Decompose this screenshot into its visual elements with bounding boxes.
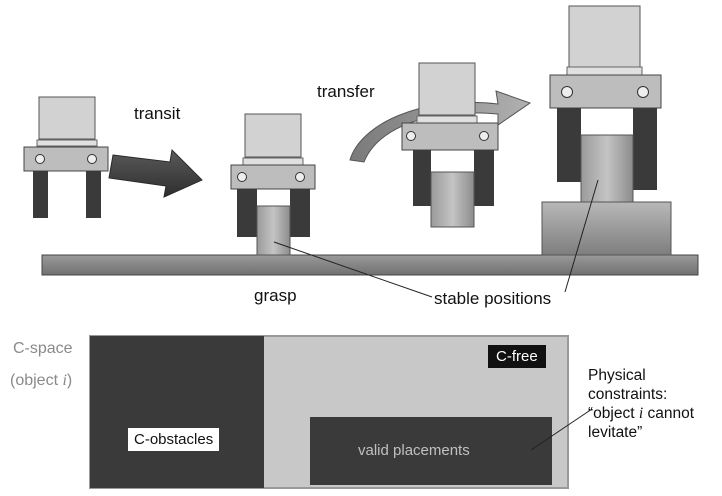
cspace-object-suffix: ) bbox=[66, 372, 73, 389]
pedestal-block bbox=[541, 201, 672, 256]
gripper-transfer-icon bbox=[401, 62, 499, 228]
transfer-arrow-icon bbox=[349, 90, 532, 163]
gripper-open-icon bbox=[23, 96, 109, 218]
constraint-note-line3-suffix: cannot bbox=[643, 405, 695, 422]
constraint-note-line3-var: i bbox=[638, 405, 644, 422]
cspace-label: C-space bbox=[13, 340, 73, 358]
gripper-grasp-icon bbox=[230, 113, 316, 256]
stable-pointer-line-1 bbox=[273, 241, 433, 298]
transit-label: transit bbox=[134, 104, 181, 123]
stable-positions-label: stable positions bbox=[434, 289, 552, 308]
constraint-note: Physical constraints: “object i cannot l… bbox=[588, 366, 720, 442]
cspace-object-prefix: (object bbox=[10, 372, 63, 389]
constraint-note-line4: levitate” bbox=[588, 424, 643, 441]
valid-placements-region bbox=[310, 417, 552, 485]
constraint-note-line2: constraints: bbox=[588, 386, 668, 403]
ground-surface bbox=[41, 254, 699, 276]
cspace-label-line1: C-space bbox=[13, 340, 73, 357]
cobstacles-label: C-obstacles bbox=[128, 428, 220, 451]
stable-pointer-line-2 bbox=[564, 179, 599, 293]
gripper-place-icon bbox=[549, 5, 662, 203]
cspace-object-var: i bbox=[62, 372, 67, 389]
cobstacles-region bbox=[90, 336, 264, 488]
transit-arrow-icon bbox=[108, 148, 203, 198]
grasp-label: grasp bbox=[254, 286, 297, 305]
constraint-note-line1: Physical bbox=[588, 367, 646, 384]
transfer-label: transfer bbox=[317, 82, 375, 101]
cfree-label: C-free bbox=[488, 345, 546, 368]
cspace-object-label: (object i) bbox=[10, 372, 72, 390]
valid-placements-label: valid placements bbox=[358, 442, 470, 459]
constraint-note-line3-prefix: “object bbox=[588, 405, 639, 422]
constraint-pointer-line bbox=[530, 408, 593, 451]
constraint-note-line3: “object i cannot bbox=[588, 404, 720, 423]
